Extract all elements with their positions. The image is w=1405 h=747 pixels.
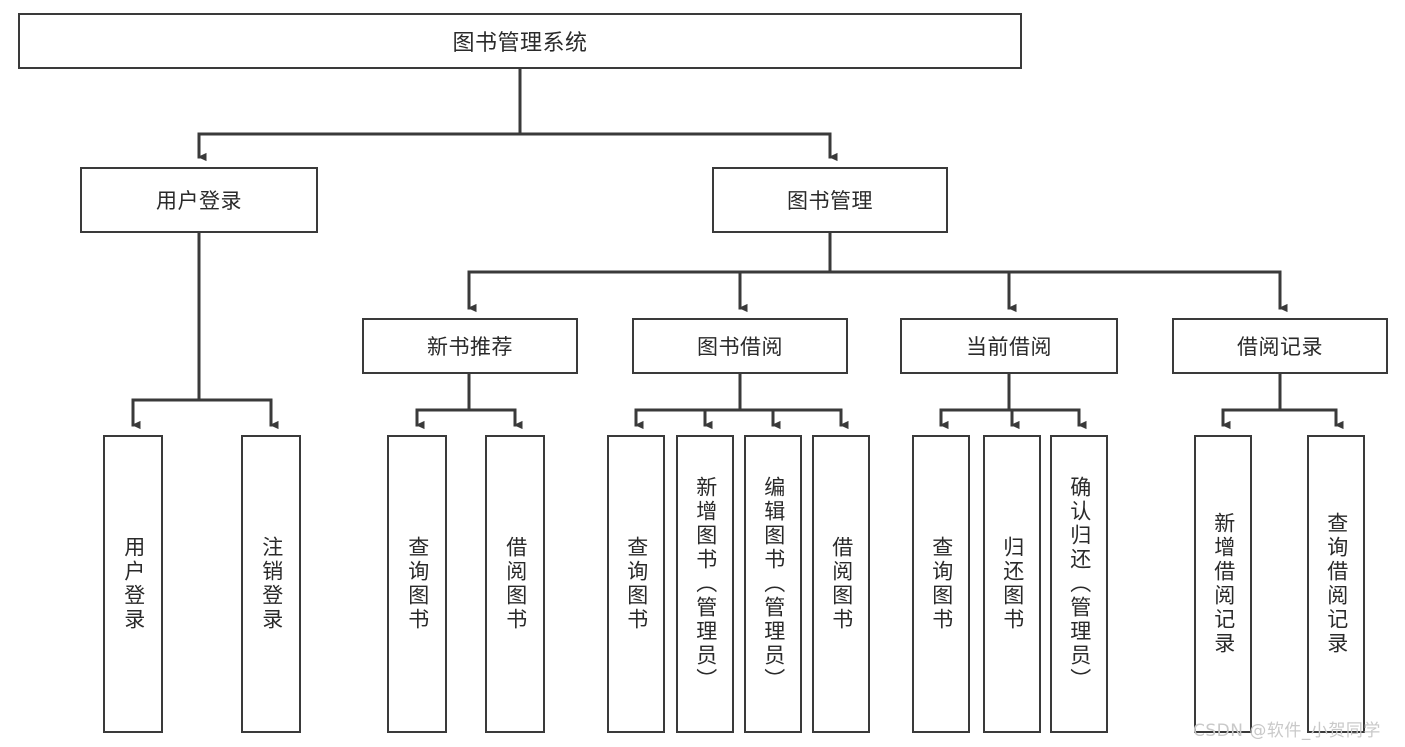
node-leaf-return-book[interactable]: 归还图书 [983,435,1041,733]
node-leaf-query-book-borrow[interactable]: 查询图书 [607,435,665,733]
node-user-login[interactable]: 用户登录 [80,167,318,233]
node-book-borrow[interactable]: 图书借阅 [632,318,848,374]
node-label: 借阅图书 [503,536,528,632]
node-label: 查询图书 [405,536,430,632]
node-label: 用户登录 [121,536,146,632]
node-label: 新增图书（管理员） [693,476,718,692]
csdn-watermark: CSDN @软件_小贺同学 [1193,721,1381,741]
node-leaf-borrow-book-borrow[interactable]: 借阅图书 [812,435,870,733]
node-borrow-record[interactable]: 借阅记录 [1172,318,1388,374]
node-label: 图书管理系统 [452,31,588,56]
node-label: 新书推荐 [427,335,513,359]
node-root-system[interactable]: 图书管理系统 [18,13,1022,69]
node-leaf-user-login[interactable]: 用户登录 [103,435,163,733]
node-label: 编辑图书（管理员） [761,476,786,692]
node-leaf-edit-book-admin[interactable]: 编辑图书（管理员） [744,435,802,733]
node-label: 图书借阅 [697,335,783,359]
node-leaf-confirm-return-admin[interactable]: 确认归还（管理员） [1050,435,1108,733]
node-label: 确认归还（管理员） [1067,476,1092,692]
node-label: 用户登录 [156,189,242,213]
node-leaf-add-borrow-record[interactable]: 新增借阅记录 [1194,435,1252,733]
node-current-borrow[interactable]: 当前借阅 [900,318,1118,374]
node-label: 图书管理 [787,189,873,213]
node-label: 归还图书 [1000,536,1025,632]
node-book-management[interactable]: 图书管理 [712,167,948,233]
node-label: 当前借阅 [966,335,1052,359]
node-label: 借阅记录 [1237,335,1323,359]
node-label: 查询图书 [929,536,954,632]
node-leaf-query-book-current[interactable]: 查询图书 [912,435,970,733]
node-leaf-query-borrow-record[interactable]: 查询借阅记录 [1307,435,1365,733]
node-label: 借阅图书 [829,536,854,632]
node-new-book-recommend[interactable]: 新书推荐 [362,318,578,374]
node-label: 注销登录 [259,536,284,632]
node-label: 新增借阅记录 [1211,512,1236,656]
node-leaf-query-book-recommend[interactable]: 查询图书 [387,435,447,733]
node-leaf-borrow-book-recommend[interactable]: 借阅图书 [485,435,545,733]
node-label: 查询图书 [624,536,649,632]
node-leaf-add-book-admin[interactable]: 新增图书（管理员） [676,435,734,733]
node-leaf-logout[interactable]: 注销登录 [241,435,301,733]
node-label: 查询借阅记录 [1324,512,1349,656]
